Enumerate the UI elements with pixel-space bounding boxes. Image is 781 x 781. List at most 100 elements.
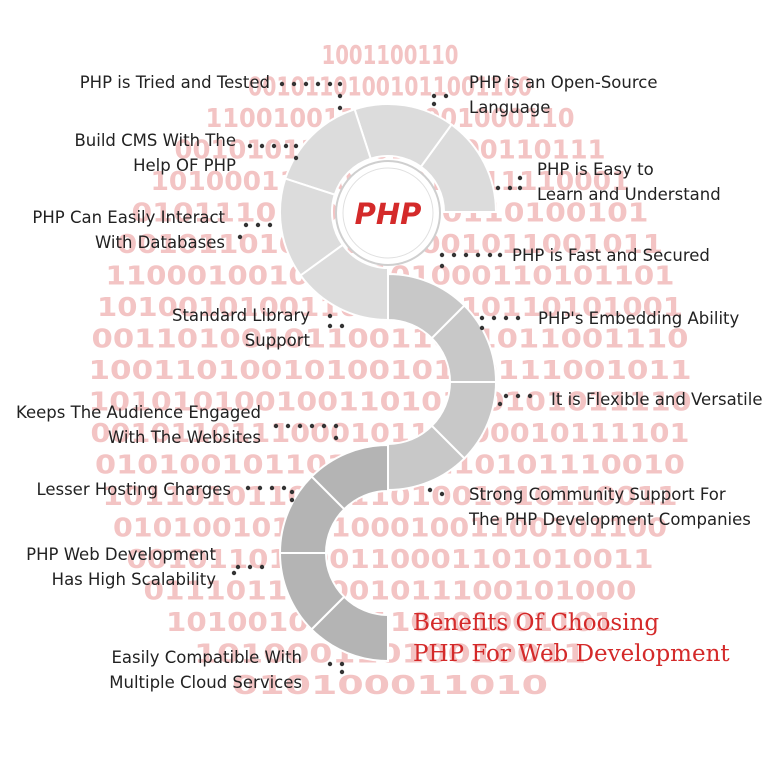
connector-dot xyxy=(497,252,503,258)
connector-dot xyxy=(479,325,485,331)
connector-dot xyxy=(339,661,345,667)
connector-dot-group xyxy=(245,485,295,503)
benefit-community-support: Strong Community Support For The PHP Dev… xyxy=(469,485,751,529)
connector-dot xyxy=(293,155,299,161)
connector-dot-group xyxy=(427,487,445,497)
benefit-open-source: PHP is an Open-Source Language xyxy=(469,73,658,117)
connector-dot xyxy=(497,401,503,407)
connector-dot xyxy=(515,393,521,399)
binary-row: 10100011010010011 xyxy=(194,640,586,670)
connector-dot xyxy=(293,143,299,149)
connector-dot xyxy=(337,81,343,87)
connector-dot xyxy=(231,570,237,576)
connector-dot xyxy=(271,143,277,149)
connector-dot xyxy=(463,252,469,258)
benefit-easy-to-learn: PHP is Easy to Learn and Understand xyxy=(537,160,721,204)
benefit-audience-engaged: Keeps The Audience Engaged With The Webs… xyxy=(16,403,261,447)
connector-dot-group xyxy=(431,93,449,107)
connector-dot-group xyxy=(495,175,523,191)
connector-dot-group xyxy=(479,315,521,331)
footer-title: Benefits Of Choosing PHP For Web Develop… xyxy=(413,610,730,667)
connector-dot-group xyxy=(327,661,345,675)
benefit-cloud-compatible: Easily Compatible With Multiple Cloud Se… xyxy=(109,648,302,692)
connector-dot xyxy=(269,485,275,491)
connector-dot-group xyxy=(439,252,503,269)
connector-dot xyxy=(475,252,481,258)
connector-dot xyxy=(303,81,309,87)
connector-dot xyxy=(297,423,303,429)
benefit-lesser-hosting: Lesser Hosting Charges xyxy=(36,480,231,499)
connector-dot xyxy=(517,185,523,191)
connector-dot xyxy=(495,185,501,191)
connector-dot xyxy=(337,93,343,99)
connector-dot xyxy=(255,222,261,228)
connector-dot xyxy=(281,485,287,491)
s-curve-band xyxy=(278,102,498,663)
binary-row: 00101101100110001101010011 xyxy=(127,545,654,575)
connector-dot xyxy=(515,315,521,321)
connector-dot-group xyxy=(327,313,345,329)
connector-dot xyxy=(289,497,295,503)
connector-dot-group xyxy=(273,423,339,441)
binary-row: 10101010010011010110101011110 xyxy=(89,388,692,418)
connector-dot-group xyxy=(237,222,273,240)
benefit-embedding: PHP's Embedding Ability xyxy=(538,309,740,328)
benefit-build-cms: Build CMS With The Help OF PHP xyxy=(74,131,236,175)
connector-dot xyxy=(451,252,457,258)
connector-dot xyxy=(439,491,445,497)
connector-dot-group xyxy=(497,393,533,407)
connector-dot xyxy=(427,487,433,493)
connector-dot xyxy=(527,393,533,399)
connector-dot xyxy=(247,564,253,570)
connector-dots xyxy=(231,81,533,675)
connector-dot xyxy=(247,143,253,149)
center-badge: PHP xyxy=(335,160,441,266)
connector-dot xyxy=(507,185,513,191)
connector-dot xyxy=(431,93,437,99)
binary-row: 0011010010110011001011001110 xyxy=(92,325,689,355)
connector-dot xyxy=(273,423,279,429)
connector-dot-group xyxy=(247,143,299,161)
connector-dot xyxy=(479,315,485,321)
binary-row: 011101101001011100101000 xyxy=(144,577,637,607)
connector-dot xyxy=(439,252,445,258)
connector-dot xyxy=(339,669,345,675)
connector-dot xyxy=(315,81,321,87)
connector-dot xyxy=(327,323,333,329)
benefit-interact-databases: PHP Can Easily Interact With Databases xyxy=(32,208,225,252)
connector-dot xyxy=(487,252,493,258)
connector-dot xyxy=(267,222,273,228)
connector-dot-group xyxy=(279,81,343,111)
connector-dot xyxy=(321,423,327,429)
connector-dot xyxy=(237,234,243,240)
benefit-fast-secured: PHP is Fast and Secured xyxy=(512,246,710,265)
binary-row: 1001100110 xyxy=(322,41,459,71)
connector-dot xyxy=(439,263,445,269)
connector-dot xyxy=(289,489,295,495)
binary-row: 1001101001010010100111001011 xyxy=(89,356,692,386)
binary-row: 010100011010 xyxy=(232,671,548,701)
connector-dot xyxy=(503,315,509,321)
connector-dot xyxy=(503,393,509,399)
connector-dot xyxy=(259,564,265,570)
connector-dot xyxy=(283,143,289,149)
connector-dot xyxy=(491,315,497,321)
connector-dot xyxy=(327,81,333,87)
center-php-label: PHP xyxy=(355,197,422,231)
benefit-standard-library: Standard Library Support xyxy=(171,306,310,350)
binary-row: 00101101001011001100 xyxy=(248,73,532,103)
connector-dot xyxy=(333,435,339,441)
connector-dot xyxy=(257,485,263,491)
benefit-flexible: It is Flexible and Versatile xyxy=(551,390,763,409)
connector-dot xyxy=(291,81,297,87)
connector-dot xyxy=(235,564,241,570)
connector-dot xyxy=(309,423,315,429)
connector-dot xyxy=(285,423,291,429)
connector-dot xyxy=(431,101,437,107)
binary-row: 1010010110110101001101 xyxy=(166,608,614,638)
connector-dot xyxy=(259,143,265,149)
connector-dot xyxy=(339,323,345,329)
binary-row: 0101001010110001001100101100 xyxy=(113,514,667,544)
